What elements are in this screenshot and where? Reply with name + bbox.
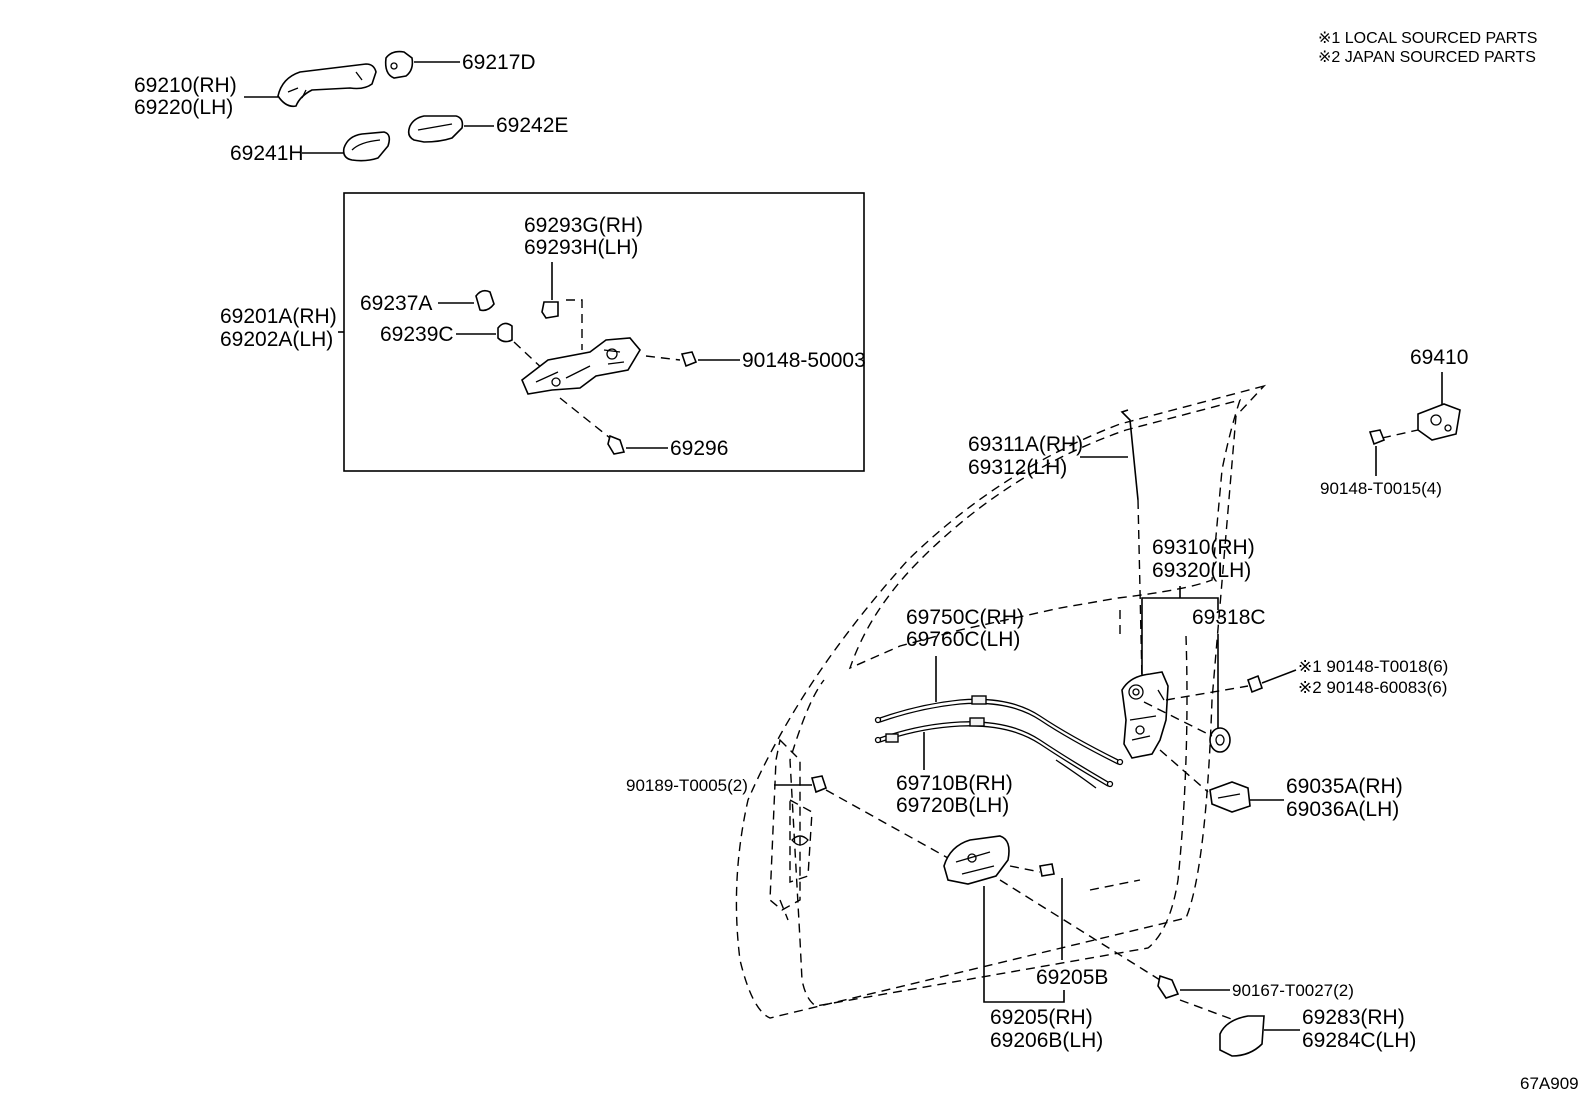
label-69205B: 69205B bbox=[1036, 966, 1108, 989]
label-69217D: 69217D bbox=[462, 51, 536, 74]
bolt-90148-50003-drawing bbox=[680, 351, 698, 368]
label-69237A: 69237A bbox=[360, 292, 432, 315]
bolt-90167-t0027-drawing bbox=[1157, 974, 1180, 999]
striker-69410-drawing bbox=[1417, 403, 1461, 441]
diagram-reference-code: 67A909 bbox=[1520, 1074, 1579, 1093]
label-69410: 69410 bbox=[1410, 346, 1468, 369]
label-69312-lh: 69312(LH) bbox=[968, 456, 1067, 479]
pad-69241h-drawing bbox=[342, 131, 391, 162]
label-90148-50003: 90148-50003 bbox=[742, 349, 866, 372]
cable-69750c-drawing bbox=[874, 695, 1124, 766]
rod-69311a-drawing bbox=[1120, 409, 1139, 501]
label-69293H-lh: 69293H(LH) bbox=[524, 236, 638, 259]
cushion-69318c-drawing bbox=[1209, 727, 1231, 753]
label-69720B-lh: 69720B(LH) bbox=[896, 794, 1009, 817]
label-69284C-lh: 69284C(LH) bbox=[1302, 1029, 1416, 1052]
label-69320-lh: 69320(LH) bbox=[1152, 559, 1251, 582]
label-69750C-rh: 69750C(RH) bbox=[906, 606, 1024, 629]
clip-69237a-drawing bbox=[475, 289, 495, 312]
clip-69293-drawing bbox=[541, 301, 559, 319]
label-69318C: 69318C bbox=[1192, 606, 1266, 629]
clip-69239c-drawing bbox=[497, 322, 513, 343]
label-69296: 69296 bbox=[670, 437, 728, 460]
cover-69283-drawing bbox=[1219, 1015, 1265, 1057]
label-90189-T0005: 90189-T0005(2) bbox=[626, 776, 748, 795]
label-69760C-lh: 69760C(LH) bbox=[906, 628, 1020, 651]
label-69035A-rh: 69035A(RH) bbox=[1286, 775, 1403, 798]
label-69210-rh: 69210(RH) bbox=[134, 74, 237, 97]
inside-handle-69205-drawing bbox=[943, 835, 1010, 885]
handle-cap-drawing bbox=[384, 50, 414, 79]
label-69205-rh: 69205(RH) bbox=[990, 1006, 1093, 1029]
label-69206B-lh: 69206B(LH) bbox=[990, 1029, 1103, 1052]
clip-90189-t0005-drawing bbox=[810, 775, 827, 794]
note-local-sourced: ※1 LOCAL SOURCED PARTS bbox=[1318, 30, 1537, 47]
label-90148-T0018: ※1 90148-T0018(6) bbox=[1298, 657, 1448, 676]
frame-69201a-drawing bbox=[521, 337, 641, 395]
label-69202A-lh: 69202A(LH) bbox=[220, 328, 333, 351]
label-90167-T0027: 90167-T0027(2) bbox=[1232, 981, 1354, 1000]
label-69242E: 69242E bbox=[496, 114, 568, 137]
label-69311A-rh: 69311A(RH) bbox=[968, 433, 1083, 456]
screw-90148-t0018-drawing bbox=[1247, 674, 1263, 694]
pad-69242e-drawing bbox=[407, 115, 464, 143]
note-japan-sourced: ※2 JAPAN SOURCED PARTS bbox=[1318, 49, 1536, 66]
screw-90148-t0015-drawing bbox=[1368, 429, 1386, 446]
label-69710B-rh: 69710B(RH) bbox=[896, 772, 1013, 795]
label-69283-rh: 69283(RH) bbox=[1302, 1006, 1405, 1029]
cover-69035a-drawing bbox=[1209, 781, 1251, 813]
screw-69205b-drawing bbox=[1039, 863, 1055, 877]
door-outline bbox=[735, 384, 1267, 1019]
label-69036A-lh-text: 69036A(LH) bbox=[1286, 798, 1399, 821]
label-69241H: 69241H bbox=[230, 142, 304, 165]
label-69220-lh: 69220(LH) bbox=[134, 96, 233, 119]
label-69201A-rh: 69201A(RH) bbox=[220, 305, 337, 328]
outside-handle-drawing bbox=[277, 63, 377, 108]
cable-69710b-drawing bbox=[874, 717, 1114, 789]
label-90148-60083: ※2 90148-60083(6) bbox=[1298, 678, 1447, 697]
label-69293G-rh: 69293G(RH) bbox=[524, 214, 643, 237]
label-90148-T0015: 90148-T0015(4) bbox=[1320, 479, 1442, 498]
label-69310-rh: 69310(RH) bbox=[1152, 536, 1255, 559]
door-lock-69310-drawing bbox=[1121, 671, 1169, 759]
bolt-69296-drawing bbox=[607, 434, 626, 455]
label-69239C: 69239C bbox=[380, 323, 454, 346]
